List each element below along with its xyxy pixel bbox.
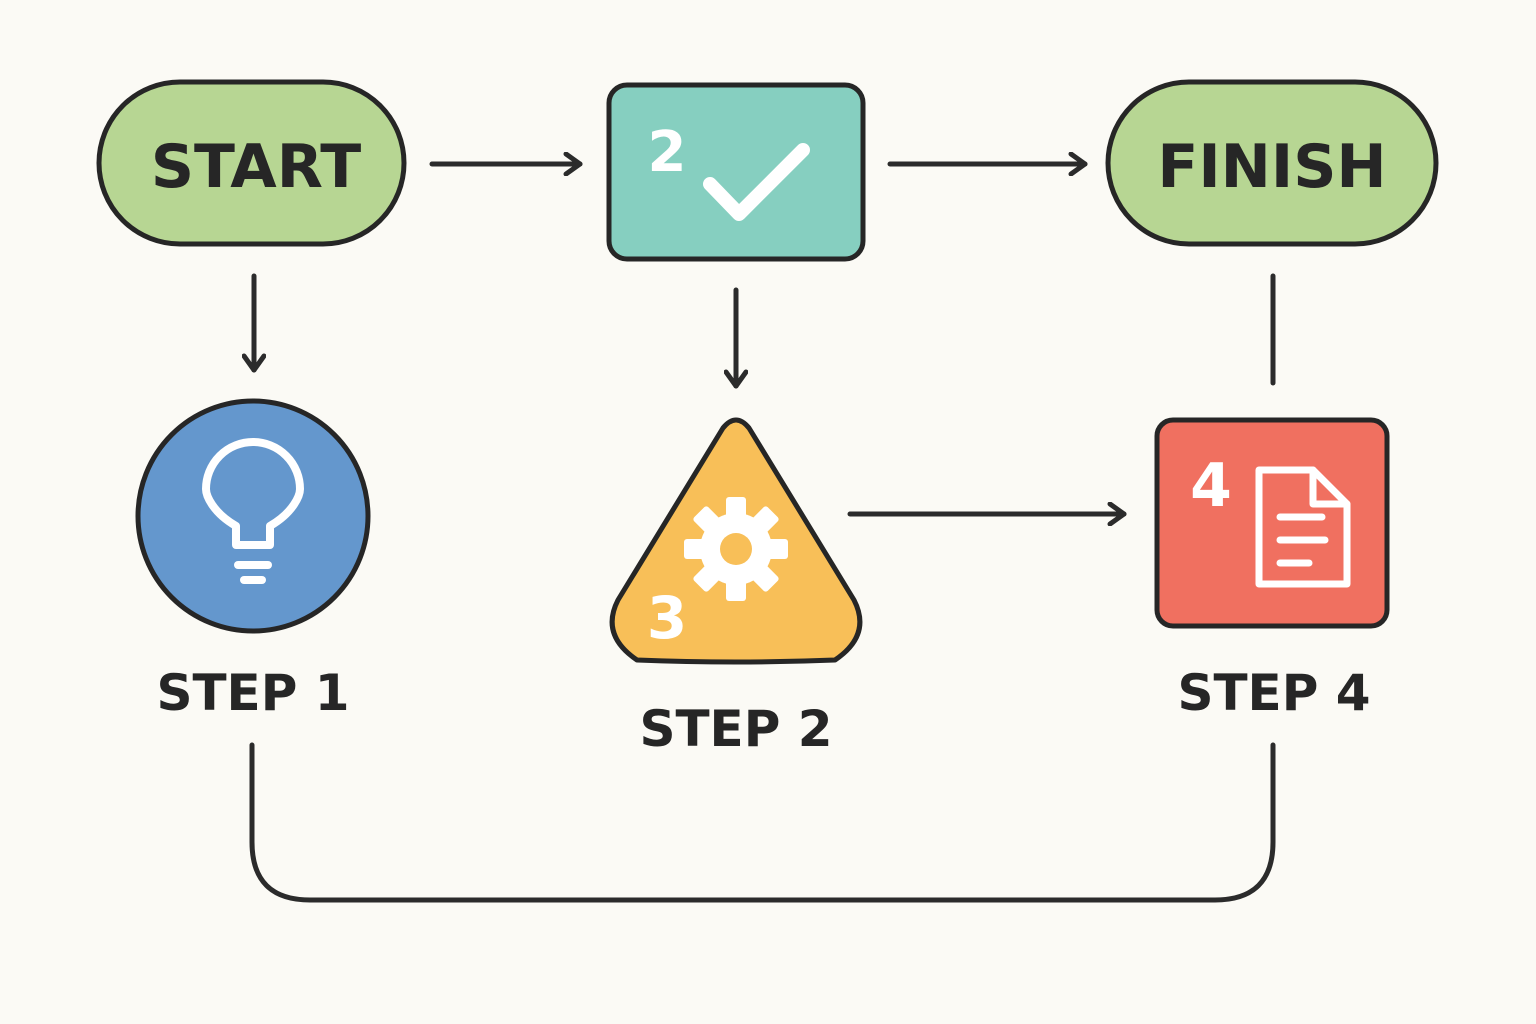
step1-shape: [135, 398, 371, 634]
step2-node: 3 STEP 2: [609, 417, 863, 758]
finish-label: FINISH: [1157, 132, 1386, 202]
check-badge: 2: [648, 120, 687, 185]
checkmark-icon: [703, 143, 810, 221]
step4-node: 4 STEP 4: [1154, 417, 1390, 722]
document-icon: [1255, 466, 1351, 588]
step4-label: STEP 4: [1177, 664, 1370, 722]
step1-label: STEP 1: [156, 664, 349, 722]
start-shape: [96, 79, 407, 247]
finish-shape: [1105, 79, 1439, 247]
connectors: [249, 164, 1276, 903]
start-label: START: [151, 132, 361, 202]
step1-node: STEP 1: [135, 398, 371, 722]
check-node: 2: [606, 82, 866, 262]
step2-label: STEP 2: [639, 700, 832, 758]
step4-shape: [1154, 417, 1390, 629]
start-node: START: [96, 79, 407, 247]
gear-icon: [684, 497, 788, 601]
check-shape: [606, 82, 866, 262]
step2-badge: 3: [647, 584, 687, 652]
loop-step1-to-step4: [249, 742, 1276, 903]
step4-badge: 4: [1190, 451, 1232, 521]
lightbulb-icon: [202, 438, 304, 584]
finish-node: FINISH: [1105, 79, 1439, 247]
